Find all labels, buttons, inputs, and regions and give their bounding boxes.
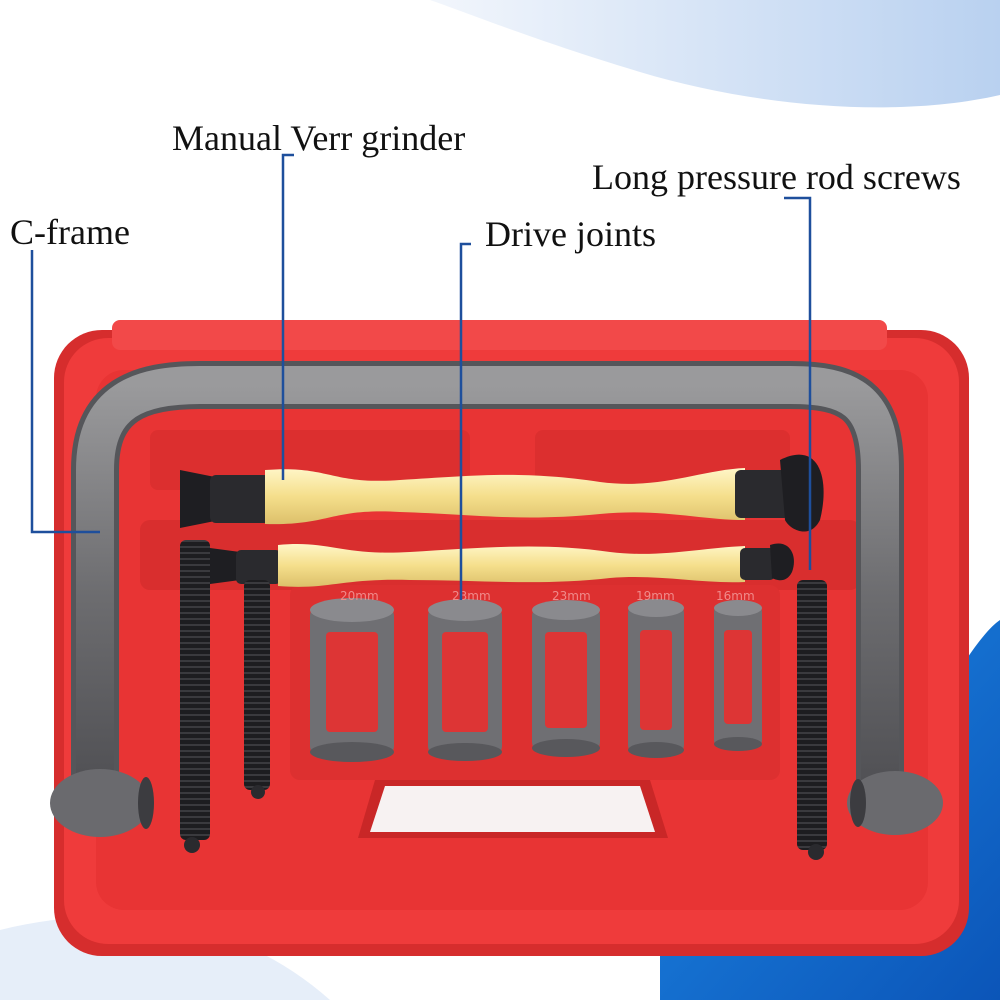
drive-joint-2 [428,599,502,761]
socket-marking-2: 23mm [452,589,491,603]
leader-c-frame [30,250,100,534]
case-handle-cutout [358,780,668,838]
drive-joint-5 [714,600,762,751]
drive-joint-3 [532,600,600,757]
leader-lines [30,153,812,600]
valve-grinder-large [180,454,824,532]
drive-joint-4 [628,599,684,758]
label-manual-grinder: Manual Verr grinder [172,118,466,158]
socket-marking-1: 20mm [340,589,379,603]
socket-marking-3: 23mm [552,589,591,603]
socket-marking-4: 19mm [636,589,675,603]
leader-grinder [281,153,294,480]
leader-drive-joints [459,242,471,600]
label-drive-joints: Drive joints [485,214,656,254]
long-pressure-screws [180,540,827,860]
label-c-frame: C-frame [10,212,130,252]
drive-joints [310,598,762,762]
socket-markings: 20mm 23mm 23mm 19mm 16mm [340,589,755,603]
valve-grinder-small [210,543,794,587]
drive-joint-1 [310,598,394,762]
c-frame [50,361,943,837]
label-long-screws: Long pressure rod screws [592,157,961,197]
leader-screws [784,196,812,570]
socket-marking-5: 16mm [716,589,755,603]
